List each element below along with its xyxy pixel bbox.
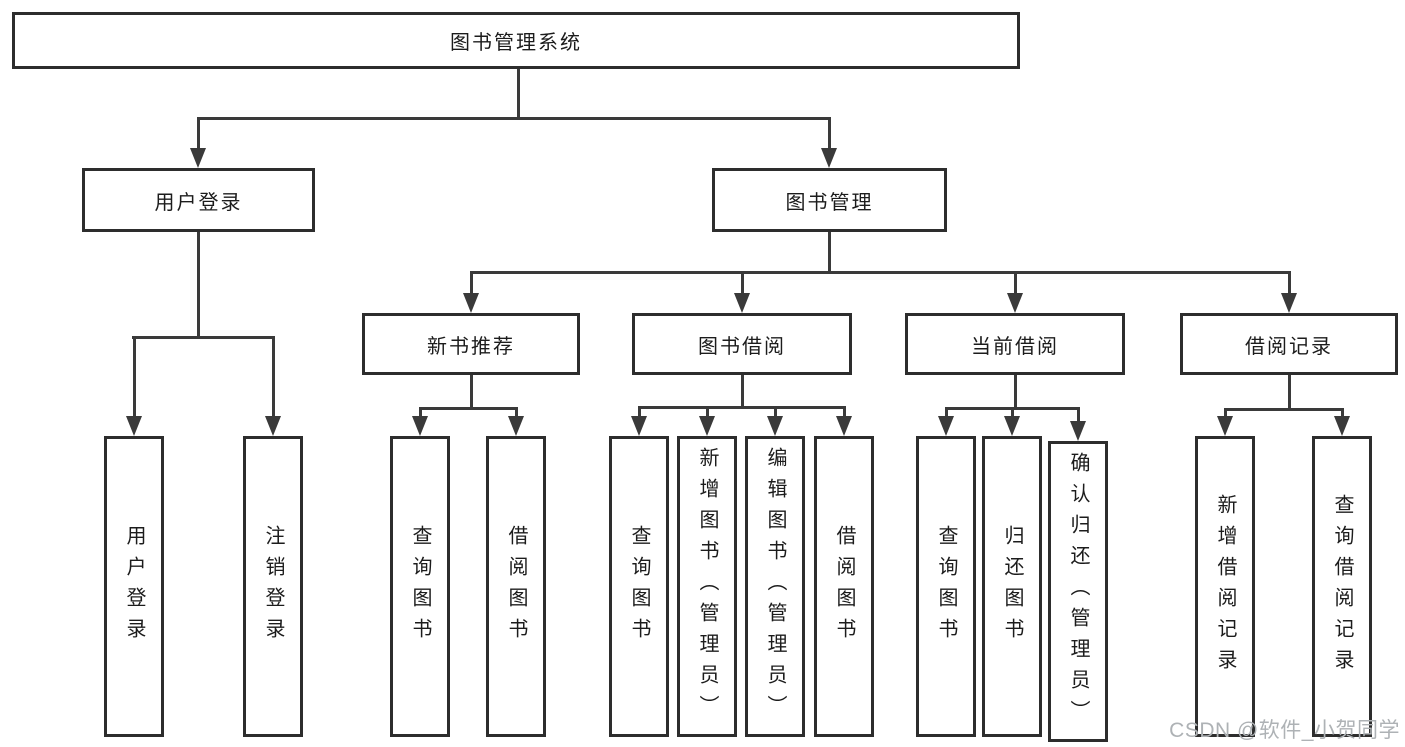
node-current-query-books-label: 查询图书 xyxy=(935,524,957,649)
node-edit-books-admin-label: 编辑图书（管理员） xyxy=(764,447,786,726)
arrow-down-icon xyxy=(699,416,715,436)
connector-line xyxy=(945,407,948,418)
arrow-down-icon xyxy=(1007,293,1023,313)
arrow-down-icon xyxy=(1217,416,1233,436)
connector-line xyxy=(470,271,473,295)
node-user-login-label: 用户登录 xyxy=(154,191,243,214)
node-user-login: 用户登录 xyxy=(82,168,315,232)
node-current-borrow: 当前借阅 xyxy=(905,313,1125,375)
arrow-down-icon xyxy=(836,416,852,436)
arrow-down-icon xyxy=(412,416,428,436)
arrow-down-icon xyxy=(1281,293,1297,313)
connector-line xyxy=(1077,407,1080,423)
connector-line xyxy=(1288,375,1291,411)
node-borrow-books-label: 借阅图书 xyxy=(833,524,855,649)
arrow-down-icon xyxy=(938,416,954,436)
node-newrec-query-books-label: 查询图书 xyxy=(409,524,431,649)
node-borrow-query-books: 查询图书 xyxy=(609,436,669,737)
connector-line xyxy=(517,69,520,120)
connector-line xyxy=(515,407,518,418)
node-confirm-return-admin: 确认归还（管理员） xyxy=(1048,441,1108,742)
arrow-down-icon xyxy=(1004,416,1020,436)
connector-line xyxy=(638,406,641,418)
node-return-books-label: 归还图书 xyxy=(1001,524,1023,649)
arrow-down-icon xyxy=(767,416,783,436)
node-confirm-return-admin-label: 确认归还（管理员） xyxy=(1067,452,1089,731)
connector-line xyxy=(774,406,777,418)
node-add-books-admin-label: 新增图书（管理员） xyxy=(696,447,718,726)
node-borrow-books: 借阅图书 xyxy=(814,436,874,737)
connector-line xyxy=(1014,375,1017,410)
node-logout-label: 注销登录 xyxy=(262,524,284,649)
connector-line xyxy=(843,406,846,418)
node-edit-books-admin: 编辑图书（管理员） xyxy=(745,436,805,737)
connector-line xyxy=(638,406,845,409)
connector-line xyxy=(1224,408,1343,411)
arrow-down-icon xyxy=(463,293,479,313)
node-query-borrow-record: 查询借阅记录 xyxy=(1312,436,1372,737)
node-book-management: 图书管理 xyxy=(712,168,947,232)
connector-line xyxy=(470,375,473,410)
node-borrow-query-books-label: 查询图书 xyxy=(628,524,650,649)
node-newrec-borrow-books-label: 借阅图书 xyxy=(505,524,527,649)
node-book-borrow: 图书借阅 xyxy=(632,313,852,375)
node-add-borrow-record-label: 新增借阅记录 xyxy=(1214,493,1236,680)
connector-line xyxy=(470,271,1291,274)
connector-line xyxy=(945,407,1079,410)
connector-line xyxy=(828,232,831,274)
connector-line xyxy=(1224,408,1227,418)
arrow-down-icon xyxy=(508,416,524,436)
connector-line xyxy=(133,336,136,418)
arrow-down-icon xyxy=(265,416,281,436)
connector-line xyxy=(197,232,200,339)
csdn-watermark: CSDN @软件_小贺同学 xyxy=(1169,719,1400,742)
arrow-down-icon xyxy=(821,148,837,168)
node-book-borrow-label: 图书借阅 xyxy=(698,335,786,358)
connector-line xyxy=(1014,271,1017,295)
node-query-borrow-record-label: 查询借阅记录 xyxy=(1331,493,1353,680)
connector-line xyxy=(419,407,422,418)
node-newrec-query-books: 查询图书 xyxy=(390,436,450,737)
connector-line xyxy=(272,336,275,418)
node-login-user-label: 用户登录 xyxy=(123,524,145,649)
node-book-management-label: 图书管理 xyxy=(785,191,874,214)
connector-line xyxy=(706,406,709,418)
connector-line xyxy=(1288,271,1291,295)
arrow-down-icon xyxy=(126,416,142,436)
connector-line xyxy=(741,271,744,295)
node-return-books: 归还图书 xyxy=(982,436,1042,737)
node-borrow-records: 借阅记录 xyxy=(1180,313,1398,375)
connector-line xyxy=(1011,407,1014,418)
node-root: 图书管理系统 xyxy=(12,12,1020,69)
arrow-down-icon xyxy=(734,293,750,313)
arrow-down-icon xyxy=(190,148,206,168)
connector-line xyxy=(741,375,744,409)
node-current-query-books: 查询图书 xyxy=(916,436,976,737)
node-add-books-admin: 新增图书（管理员） xyxy=(677,436,737,737)
node-current-borrow-label: 当前借阅 xyxy=(971,335,1059,358)
arrow-down-icon xyxy=(1334,416,1350,436)
connector-line xyxy=(197,117,831,120)
node-login-user: 用户登录 xyxy=(104,436,164,737)
connector-line xyxy=(419,407,517,410)
node-newrec-borrow-books: 借阅图书 xyxy=(486,436,546,737)
node-logout: 注销登录 xyxy=(243,436,303,737)
connector-line xyxy=(197,117,200,150)
connector-line xyxy=(828,117,831,150)
node-borrow-records-label: 借阅记录 xyxy=(1245,335,1333,358)
node-add-borrow-record: 新增借阅记录 xyxy=(1195,436,1255,737)
arrow-down-icon xyxy=(631,416,647,436)
node-new-book-recommend-label: 新书推荐 xyxy=(427,335,515,358)
connector-line xyxy=(132,336,275,339)
arrow-down-icon xyxy=(1070,421,1086,441)
connector-line xyxy=(1341,408,1344,418)
node-new-book-recommend: 新书推荐 xyxy=(362,313,580,375)
node-root-label: 图书管理系统 xyxy=(450,32,582,54)
